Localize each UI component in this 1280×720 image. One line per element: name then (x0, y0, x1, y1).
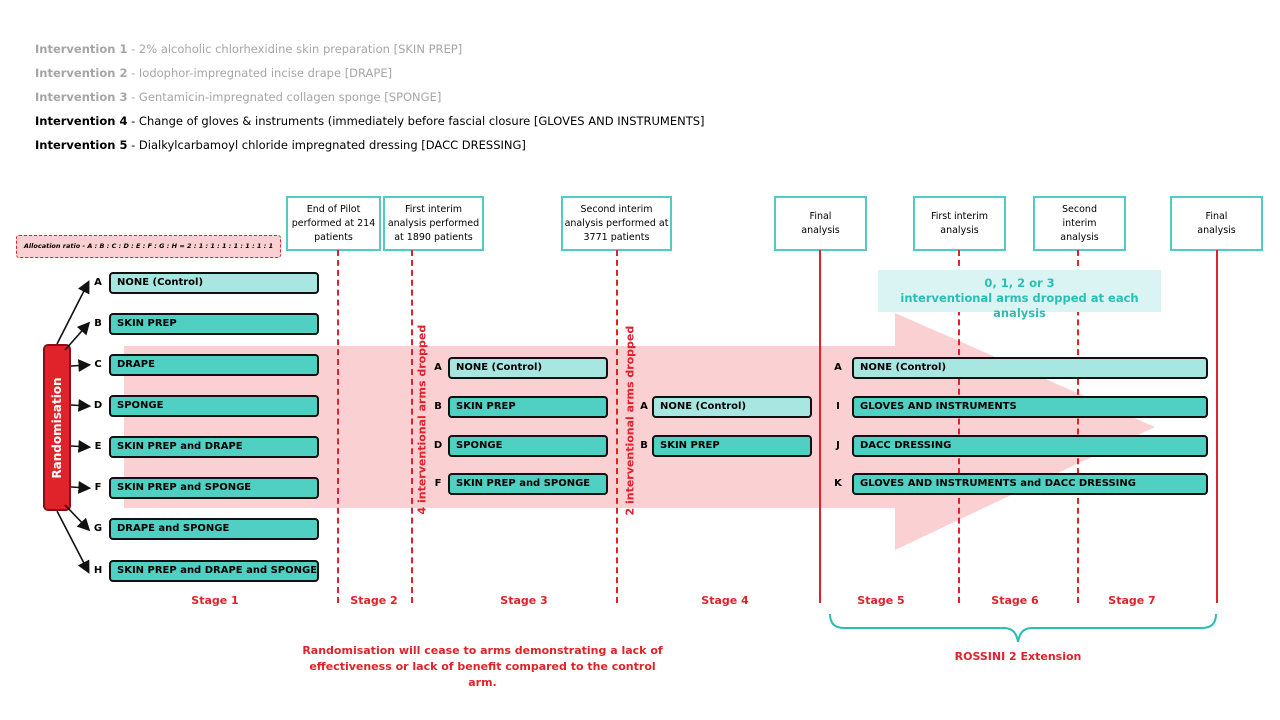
footnote: Randomisation will cease to arms demonst… (302, 644, 663, 689)
pilot-line (337, 250, 339, 603)
stage-label: Stage 5 (857, 594, 905, 607)
intervention-line: Intervention 2 - Iodophor-impregnated in… (35, 66, 392, 80)
stage-label: Stage 7 (1108, 594, 1156, 607)
intervention-label: Intervention 2 (35, 66, 128, 80)
intervention-line: Intervention 4 - Change of gloves & inst… (35, 114, 705, 128)
header-ext-second-interim: Second interim analysis (1033, 196, 1126, 251)
intervention-text: - Gentamicin-impregnated collagen sponge… (127, 90, 442, 104)
arm-letter: A (434, 362, 442, 373)
intervention-arm-box: SKIN PREP (448, 396, 608, 418)
intervention-arm-box: DACC DRESSING (852, 435, 1208, 457)
intervention-arm-box: SPONGE (109, 395, 319, 417)
intervention-line: Intervention 1 - 2% alcoholic chlorhexid… (35, 42, 462, 56)
intervention-line: Intervention 3 - Gentamicin-impregnated … (35, 90, 441, 104)
header-second-interim: Second interim analysis performed at 377… (561, 196, 672, 251)
stage-label: Stage 2 (350, 594, 398, 607)
control-arm-box: NONE (Control) (109, 272, 319, 294)
intervention-label: Intervention 1 (35, 42, 128, 56)
arm-letter: B (640, 440, 648, 451)
header-end-of-pilot: End of Pilot performed at 214 patients (286, 196, 381, 251)
allocation-ratio-badge: Allocation ratio - A : B : C : D : E : F… (16, 235, 281, 258)
arm-letter: D (433, 440, 443, 451)
randomisation-arrow (70, 481, 92, 494)
stage-label: Stage 4 (701, 594, 749, 607)
intervention-label: Intervention 3 (35, 90, 128, 104)
arm-letter: J (836, 440, 840, 451)
arm-letter: F (434, 478, 442, 489)
intervention-text: - 2% alcoholic chlorhexidine skin prepar… (127, 42, 463, 56)
arm-letter: A (834, 362, 842, 373)
intervention-arm-box: SKIN PREP and SPONGE (109, 477, 319, 499)
extension-label: ROSSINI 2 Extension (954, 650, 1082, 663)
arm-letter: C (94, 359, 102, 370)
randomisation-arrow (56, 280, 90, 345)
intervention-arm-box: DRAPE and SPONGE (109, 518, 319, 540)
randomisation-arrow (64, 321, 91, 351)
arm-letter: E (94, 441, 102, 452)
ext-second-interim-line (1077, 250, 1079, 603)
arm-letter: B (434, 401, 442, 412)
arm-letter: I (836, 401, 840, 412)
arm-letter: G (93, 523, 103, 534)
randomisation-arrow (70, 440, 92, 453)
randomisation-arrow (56, 510, 90, 574)
stage-label: Stage 1 (191, 594, 239, 607)
intervention-text: - Iodophor-impregnated incise drape [DRA… (127, 66, 393, 80)
control-arm-box: NONE (Control) (652, 396, 812, 418)
first-interim-line (411, 250, 413, 603)
intervention-line: Intervention 5 - Dialkylcarbamoyl chlori… (35, 138, 526, 152)
arm-letter: H (93, 565, 103, 576)
intervention-arm-box: SKIN PREP and DRAPE and SPONGE (109, 560, 319, 582)
second-interim-line (616, 250, 618, 603)
stage-label: Stage 6 (991, 594, 1039, 607)
intervention-arm-box: GLOVES AND INSTRUMENTS and DACC DRESSING (852, 473, 1208, 495)
arm-letter: B (94, 318, 102, 329)
ext-first-interim-line (958, 250, 960, 603)
randomisation-bar: Randomisation (43, 344, 71, 511)
arm-letter: A (640, 401, 648, 412)
intervention-arm-box: SPONGE (448, 435, 608, 457)
intervention-text: - Change of gloves & instruments (immedi… (127, 114, 705, 128)
intervention-arm-box: DRAPE (109, 354, 319, 376)
intervention-label: Intervention 4 (35, 114, 128, 128)
randomisation-arrow (70, 359, 92, 372)
arm-letter: K (834, 478, 842, 489)
intervention-text: - Dialkylcarbamoyl chloride impregnated … (127, 138, 526, 152)
intervention-arm-box: SKIN PREP and SPONGE (448, 473, 608, 495)
randomisation-arrow (64, 504, 91, 532)
intervention-arm-box: GLOVES AND INSTRUMENTS (852, 396, 1208, 418)
stage-label: Stage 3 (500, 594, 548, 607)
ext-final-line (1216, 250, 1218, 603)
control-arm-box: NONE (Control) (852, 357, 1208, 379)
randomisation-arrow (70, 399, 92, 412)
header-first-interim: First interim analysis performed at 1890… (383, 196, 484, 251)
arm-letter: D (93, 400, 103, 411)
intervention-arm-box: SKIN PREP (109, 313, 319, 335)
extension-note: 0, 1, 2 or 3 interventional arms dropped… (878, 270, 1161, 320)
final-analysis-line (819, 250, 821, 603)
control-arm-box: NONE (Control) (448, 357, 608, 379)
header-ext-first-interim: First interim analysis (913, 196, 1006, 251)
intervention-label: Intervention 5 (35, 138, 128, 152)
arm-letter: A (94, 277, 102, 288)
arm-letter: F (94, 482, 102, 493)
intervention-arm-box: SKIN PREP and DRAPE (109, 436, 319, 458)
intervention-arm-box: SKIN PREP (652, 435, 812, 457)
